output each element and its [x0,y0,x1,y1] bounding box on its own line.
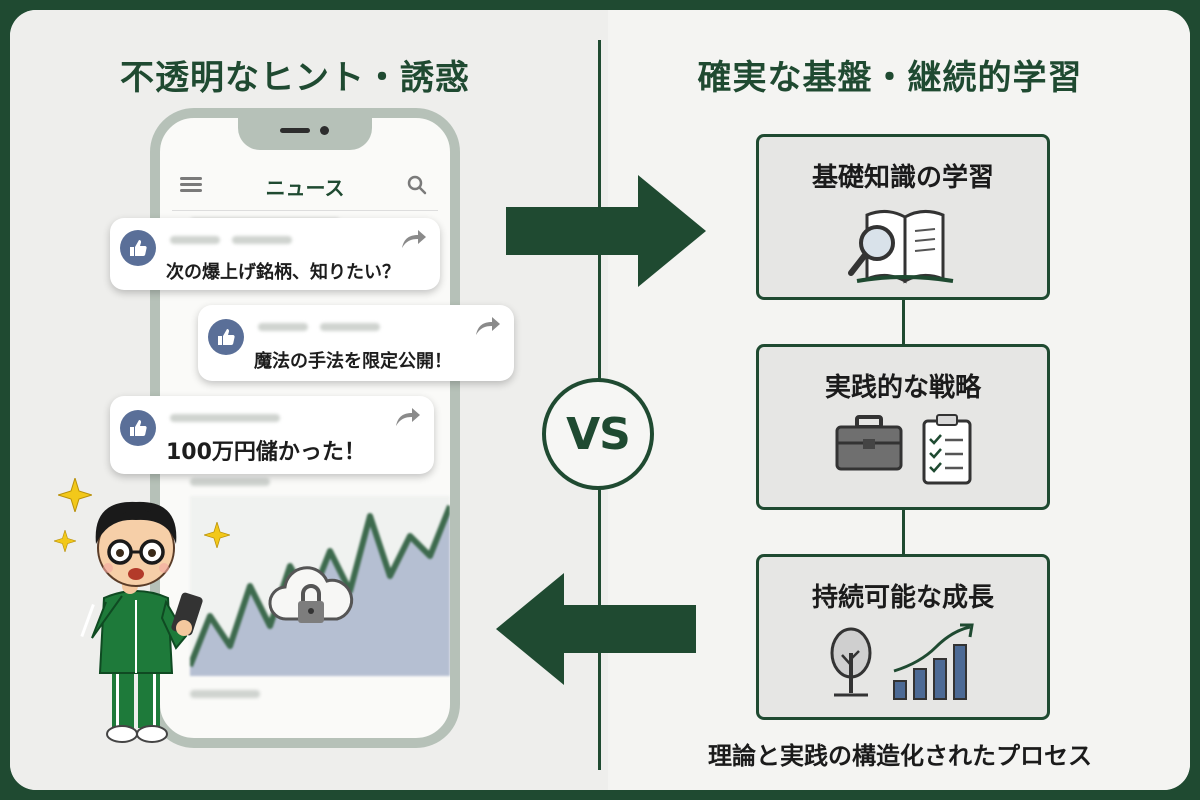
sparkle-icon [52,528,78,556]
arrow-left-icon [496,573,696,689]
vs-badge: VS [542,378,654,490]
right-heading: 確実な基盤・継続的学習 [697,58,1083,98]
step-label: 実践的な戦略 [824,373,981,403]
promo-bubble-1: 次の爆上げ銘柄、知りたい？ [110,218,440,290]
phone-notch [238,118,372,150]
promo-bubble-3: 100万円儲かった！ [110,396,434,474]
share-arrow-icon[interactable] [394,406,422,432]
promo-text-3: 100万円儲かった！ [166,440,366,465]
share-arrow-icon[interactable] [474,315,502,341]
step-label: 基礎知識の学習 [811,163,994,193]
step-connector [902,510,905,554]
process-caption: 理論と実践の構造化されたプロセス [708,742,1092,770]
excited-character-illustration [52,478,222,753]
promo-text-2: 魔法の手法を限定公開！ [254,351,452,372]
sparkle-icon [56,476,94,516]
step-box-practical-strategy: 実践的な戦略 [756,344,1050,510]
left-heading: 不透明なヒント・誘惑 [120,58,470,98]
hamburger-menu-icon[interactable] [180,174,202,196]
briefcase-icon [833,413,905,491]
cloud-lock-icon [265,563,357,639]
thumbs-up-icon [120,230,156,266]
sparkle-icon [202,520,232,552]
book-magnifier-icon [759,203,1047,287]
search-icon[interactable] [406,174,428,200]
thumbs-up-icon [120,410,156,446]
growth-chart-icon [890,623,978,707]
tree-icon [828,623,874,707]
arrow-right-icon [506,175,706,291]
checklist-icon [921,413,973,491]
step-connector [902,300,905,344]
promo-bubble-2: 魔法の手法を限定公開！ [198,305,514,381]
promo-text-1: 次の爆上げ銘柄、知りたい？ [166,262,400,283]
phone-app-title: ニュース [265,176,345,200]
phone-app-bar: ニュース [160,166,450,206]
step-label: 持続可能な成長 [811,583,994,613]
thumbs-up-icon [208,319,244,355]
step-box-basic-knowledge: 基礎知識の学習 [756,134,1050,300]
step-box-sustainable-growth: 持続可能な成長 [756,554,1050,720]
share-arrow-icon[interactable] [400,228,428,254]
